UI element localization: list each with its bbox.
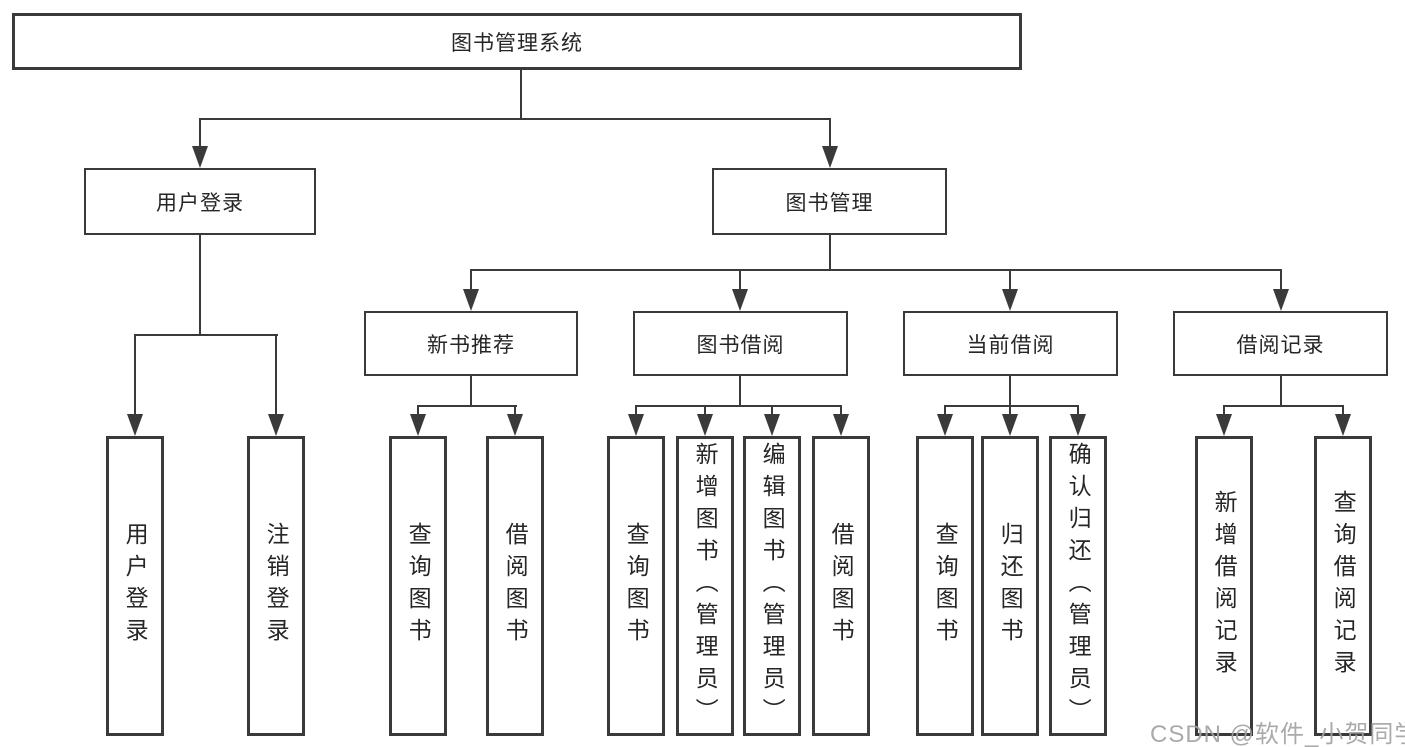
arrowhead-down-icon bbox=[822, 146, 838, 168]
connector-line bbox=[470, 376, 472, 407]
connector-line bbox=[739, 269, 741, 291]
leaf-label: 用户登录 bbox=[122, 522, 149, 650]
node-label: 图书管理系统 bbox=[451, 31, 583, 55]
leaf-user-login: 用户登录 bbox=[106, 436, 164, 736]
arrowhead-down-icon bbox=[410, 414, 426, 436]
connector-line bbox=[417, 405, 419, 416]
arrowhead-down-icon bbox=[732, 289, 748, 311]
connector-line bbox=[1009, 376, 1011, 407]
arrowhead-down-icon bbox=[697, 414, 713, 436]
connector-line bbox=[1009, 405, 1011, 416]
arrowhead-down-icon bbox=[463, 289, 479, 311]
connector-line bbox=[470, 269, 1282, 271]
node-label: 图书管理 bbox=[785, 191, 874, 215]
watermark: CSDN @软件_小贺同学 bbox=[1150, 721, 1405, 747]
leaf-label: 编辑图书（管理员） bbox=[759, 442, 786, 730]
node-current-borrowing: 当前借阅 bbox=[903, 311, 1118, 376]
leaf-label: 归还图书 bbox=[997, 522, 1024, 650]
node-label: 用户登录 bbox=[156, 191, 244, 215]
node-label: 当前借阅 bbox=[966, 333, 1055, 357]
connector-line bbox=[739, 376, 741, 407]
leaf-label: 查询图书 bbox=[932, 522, 959, 650]
connector-line bbox=[1223, 405, 1344, 407]
arrowhead-down-icon bbox=[833, 414, 849, 436]
connector-line bbox=[1280, 269, 1282, 291]
leaf-edit-book-admin: 编辑图书（管理员） bbox=[743, 436, 801, 736]
arrowhead-down-icon bbox=[1070, 414, 1086, 436]
connector-line bbox=[1280, 376, 1282, 407]
connector-line bbox=[134, 334, 278, 336]
node-new-book-recommend: 新书推荐 bbox=[364, 311, 578, 376]
arrowhead-down-icon bbox=[192, 146, 208, 168]
leaf-query-books-3: 查询图书 bbox=[916, 436, 974, 736]
arrowhead-down-icon bbox=[268, 414, 284, 436]
leaf-label: 借阅图书 bbox=[502, 522, 529, 650]
connector-line bbox=[829, 235, 831, 271]
node-user-login: 用户登录 bbox=[84, 168, 316, 235]
connector-line bbox=[514, 405, 516, 416]
leaf-label: 查询图书 bbox=[405, 522, 432, 650]
leaf-add-borrow-record: 新增借阅记录 bbox=[1195, 436, 1253, 736]
connector-line bbox=[199, 235, 201, 336]
arrowhead-down-icon bbox=[127, 414, 143, 436]
arrowhead-down-icon bbox=[628, 414, 644, 436]
connector-line bbox=[1009, 269, 1011, 291]
connector-line bbox=[704, 405, 706, 416]
connector-line bbox=[1077, 405, 1079, 416]
node-book-management: 图书管理 bbox=[712, 168, 947, 235]
connector-line bbox=[635, 405, 842, 407]
arrowhead-down-icon bbox=[1002, 414, 1018, 436]
arrowhead-down-icon bbox=[1273, 289, 1289, 311]
node-label: 新书推荐 bbox=[427, 333, 515, 357]
leaf-label: 查询图书 bbox=[623, 522, 650, 650]
arrowhead-down-icon bbox=[1216, 414, 1232, 436]
leaf-query-books-1: 查询图书 bbox=[389, 436, 447, 736]
connector-line bbox=[829, 118, 831, 148]
connector-line bbox=[275, 334, 277, 416]
arrowhead-down-icon bbox=[507, 414, 523, 436]
connector-line bbox=[944, 405, 946, 416]
leaf-label: 借阅图书 bbox=[828, 522, 855, 650]
node-label: 借阅记录 bbox=[1236, 333, 1325, 357]
connector-line bbox=[199, 118, 201, 148]
connector-line bbox=[771, 405, 773, 416]
leaf-label: 新增图书（管理员） bbox=[692, 442, 719, 730]
leaf-query-books-2: 查询图书 bbox=[607, 436, 665, 736]
arrowhead-down-icon bbox=[1335, 414, 1351, 436]
connector-line bbox=[840, 405, 842, 416]
arrowhead-down-icon bbox=[937, 414, 953, 436]
leaf-query-borrow-record: 查询借阅记录 bbox=[1314, 436, 1372, 736]
leaf-label: 确认归还（管理员） bbox=[1065, 442, 1092, 730]
connector-line bbox=[635, 405, 637, 416]
leaf-label: 新增借阅记录 bbox=[1211, 490, 1238, 682]
connector-line bbox=[417, 405, 517, 407]
leaf-add-book-admin: 新增图书（管理员） bbox=[676, 436, 734, 736]
leaf-borrow-books-1: 借阅图书 bbox=[486, 436, 544, 736]
connector-line bbox=[1342, 405, 1344, 416]
leaf-label: 查询借阅记录 bbox=[1330, 490, 1357, 682]
connector-line bbox=[1223, 405, 1225, 416]
connector-line bbox=[134, 334, 136, 416]
arrowhead-down-icon bbox=[1002, 289, 1018, 311]
connector-line bbox=[470, 269, 472, 291]
connector-line bbox=[199, 118, 831, 120]
leaf-logout: 注销登录 bbox=[247, 436, 305, 736]
node-borrowing-records: 借阅记录 bbox=[1173, 311, 1388, 376]
leaf-borrow-books-2: 借阅图书 bbox=[812, 436, 870, 736]
connector-line bbox=[520, 70, 522, 119]
leaf-label: 注销登录 bbox=[263, 522, 290, 650]
leaf-confirm-return-admin: 确认归还（管理员） bbox=[1049, 436, 1107, 736]
node-book-borrowing: 图书借阅 bbox=[633, 311, 848, 376]
node-label: 图书借阅 bbox=[696, 333, 785, 357]
leaf-return-book: 归还图书 bbox=[981, 436, 1039, 736]
arrowhead-down-icon bbox=[764, 414, 780, 436]
node-library-system: 图书管理系统 bbox=[12, 13, 1022, 70]
connector-line bbox=[944, 405, 1079, 407]
